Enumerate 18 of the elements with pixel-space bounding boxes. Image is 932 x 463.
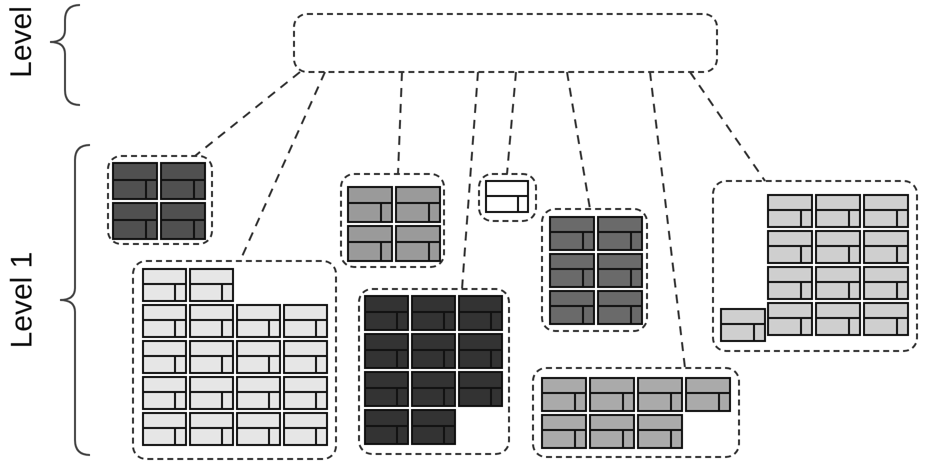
cluster-box [340,173,445,268]
connector-line [566,72,591,210]
cluster-box [478,173,537,222]
group-box [293,13,718,73]
cluster-box [532,367,740,458]
cluster-box [358,288,510,455]
connector-line [194,71,301,157]
cluster-box [541,208,648,332]
connector-line [506,72,517,174]
level-label: Level 1 [6,252,37,348]
level-label: Level [6,6,37,78]
connector-line [649,72,686,368]
connector-line [461,72,479,290]
cluster-box [712,180,918,352]
connector-line [397,72,403,174]
cluster-box [107,155,213,245]
cluster-box [132,260,337,460]
connector-line [689,71,766,182]
